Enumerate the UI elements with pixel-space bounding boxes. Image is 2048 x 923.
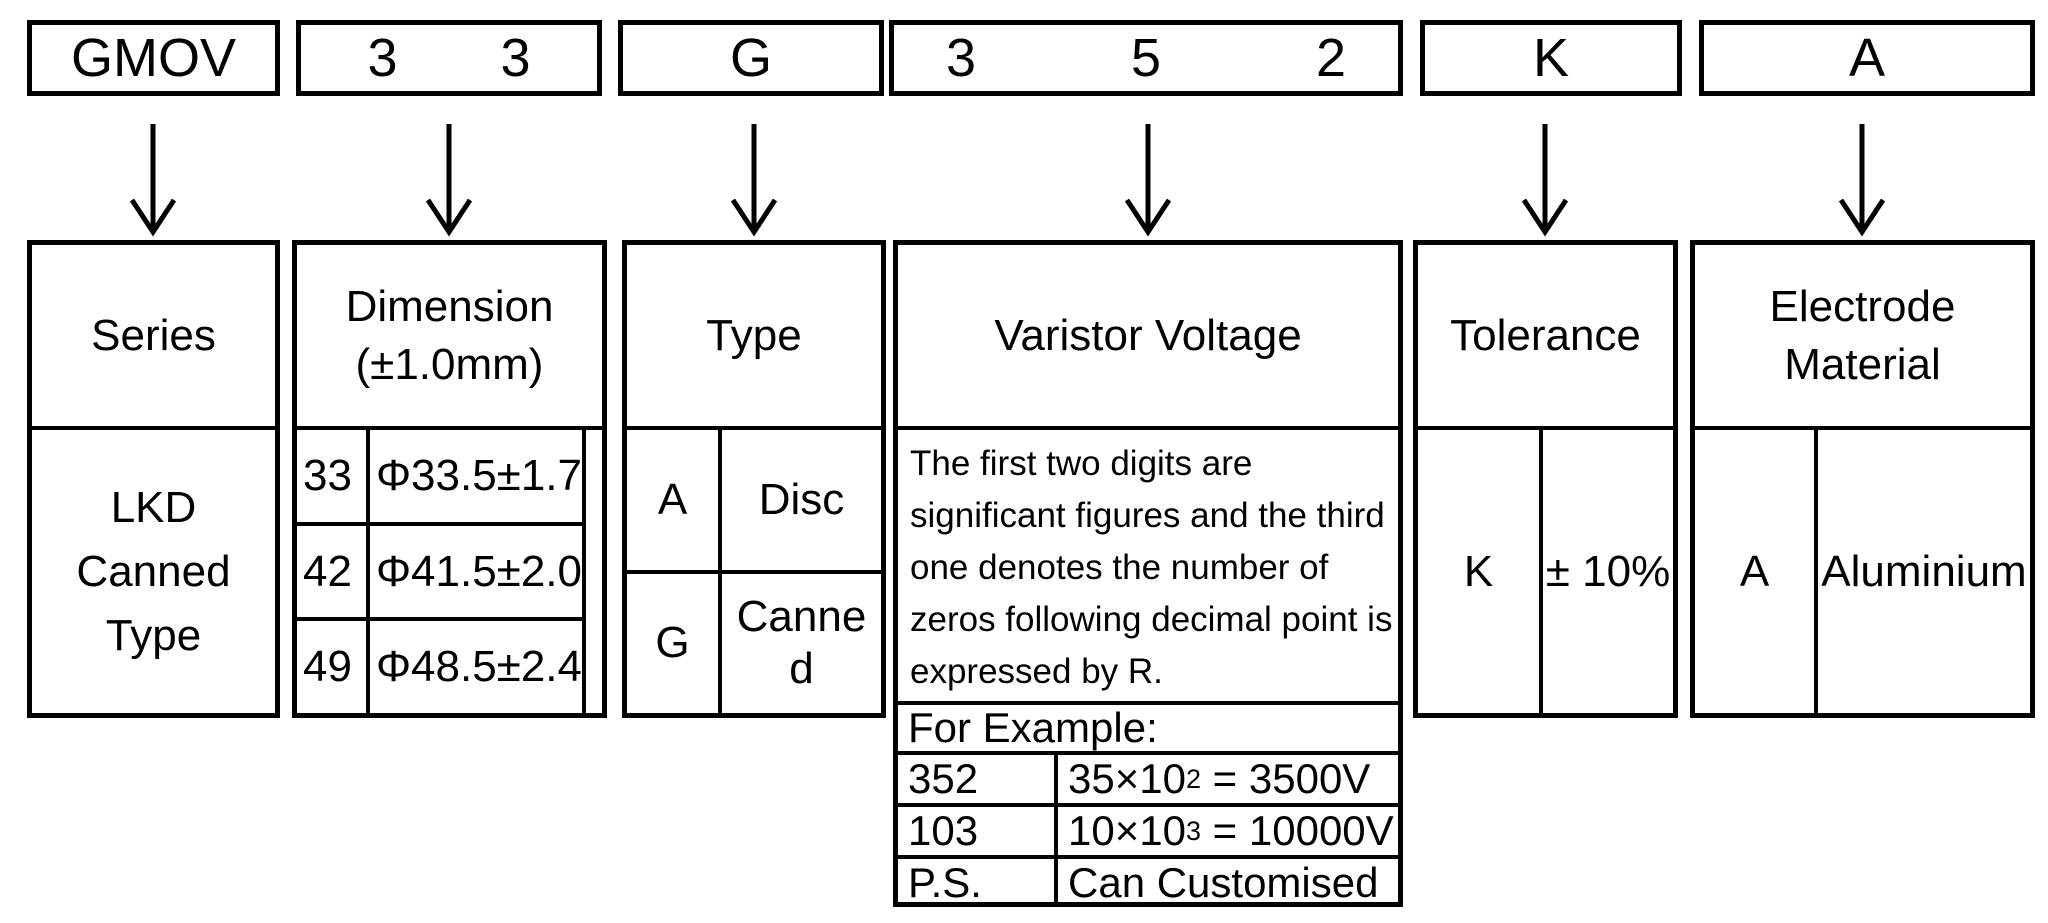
electrode-material-title: Electrode Material xyxy=(1695,245,2030,430)
example-value-result: = 3500V xyxy=(1201,755,1371,802)
series-value-line: Canned xyxy=(76,546,231,596)
type-value-text: Canned xyxy=(736,592,867,694)
dimension-value: Φ33.5±1.7 xyxy=(375,450,582,500)
down-arrow-icon xyxy=(1124,124,1172,237)
example-code: P.S. xyxy=(898,859,1058,907)
series-title: Series xyxy=(32,245,275,430)
code-segment-electrode: A xyxy=(1699,20,2035,96)
dimension-code: 49 xyxy=(297,621,370,714)
series-box: Series LKD Canned Type xyxy=(27,240,280,718)
table-row: P.S. Can Customised xyxy=(898,859,1398,907)
description-line: The first two digits are xyxy=(910,444,1253,483)
example-value-base: 10×10 xyxy=(1068,807,1186,854)
table-row: K ± 10% xyxy=(1418,430,1673,713)
down-arrow-icon xyxy=(425,124,473,237)
table-row: A Disc xyxy=(627,430,881,570)
varistor-voltage-title: Varistor Voltage xyxy=(898,245,1398,430)
example-code: 103 xyxy=(898,807,1058,855)
tolerance-code: K xyxy=(1418,430,1543,713)
down-arrow-icon xyxy=(1838,124,1886,237)
example-table-header: For Example: xyxy=(898,704,1398,755)
electrode-material-title-text: Electrode Material xyxy=(1769,281,1956,389)
type-table: A Disc G Canned xyxy=(627,430,881,713)
type-value: Canned xyxy=(722,574,881,714)
electrode-material-box: Electrode Material A Aluminium xyxy=(1690,240,2035,718)
example-value: Can Customised xyxy=(1058,859,1398,907)
type-code: G xyxy=(627,573,722,713)
example-value-base: 35×10 xyxy=(1068,755,1186,802)
down-arrow-icon xyxy=(730,124,778,237)
table-row: 42 Φ41.5±2.0 xyxy=(297,521,582,618)
type-value: Disc xyxy=(758,474,845,524)
dimension-value: Φ41.5±2.0 xyxy=(375,546,582,596)
table-row: A Aluminium xyxy=(1695,430,2030,713)
series-value: LKD Canned Type xyxy=(32,430,275,713)
type-code: A xyxy=(627,430,722,570)
table-row: G Canned xyxy=(627,569,881,714)
series-value-line: Type xyxy=(105,610,202,660)
dimension-title-text: Dimension (±1.0mm) xyxy=(345,281,554,389)
varistor-voltage-box: Varistor Voltage The first two digits ar… xyxy=(893,240,1403,907)
electrode-material-code: A xyxy=(1695,430,1818,713)
tolerance-value: ± 10% xyxy=(1545,546,1671,596)
type-title: Type xyxy=(627,245,881,430)
code-segment-tolerance: K xyxy=(1420,20,1682,96)
tolerance-title: Tolerance xyxy=(1418,245,1673,430)
dimension-code: 42 xyxy=(297,525,370,618)
example-code: 352 xyxy=(898,755,1058,803)
description-line: zeros following decimal point is xyxy=(910,600,1393,639)
dimension-code: 33 xyxy=(297,430,370,522)
electrode-material-value: Aluminium xyxy=(1821,546,2027,596)
table-row: 33 Φ33.5±1.7 xyxy=(297,430,582,522)
code-segment-dimension: 3 3 xyxy=(296,20,602,96)
code-segment-type: G xyxy=(618,20,884,96)
table-row: 49 Φ48.5±2.4 xyxy=(297,617,582,714)
dimension-box: Dimension (±1.0mm) 33 Φ33.5±1.7 42 Φ41.5… xyxy=(292,240,607,718)
description-line: one denotes the number of xyxy=(910,548,1329,587)
varistor-voltage-description: The first two digits are significant fig… xyxy=(898,430,1398,705)
description-line: significant figures and the third xyxy=(910,496,1385,535)
dimension-value: Φ48.5±2.4 xyxy=(375,642,582,692)
type-box: Type A Disc G Canned xyxy=(622,240,886,718)
tolerance-box: Tolerance K ± 10% xyxy=(1413,240,1678,718)
down-arrow-icon xyxy=(1521,124,1569,237)
example-value-result: = 10000V xyxy=(1201,807,1394,854)
description-line: expressed by R. xyxy=(910,652,1163,691)
down-arrow-icon xyxy=(129,124,177,237)
code-segment-series: GMOV xyxy=(27,20,280,96)
code-segment-voltage: 3 5 2 xyxy=(889,20,1403,96)
series-value-line: LKD xyxy=(110,482,197,532)
example-value-base: Can Customised xyxy=(1068,859,1379,906)
dimension-title: Dimension (±1.0mm) xyxy=(297,245,602,430)
dimension-table: 33 Φ33.5±1.7 42 Φ41.5±2.0 49 Φ48.5±2.4 xyxy=(297,430,586,714)
